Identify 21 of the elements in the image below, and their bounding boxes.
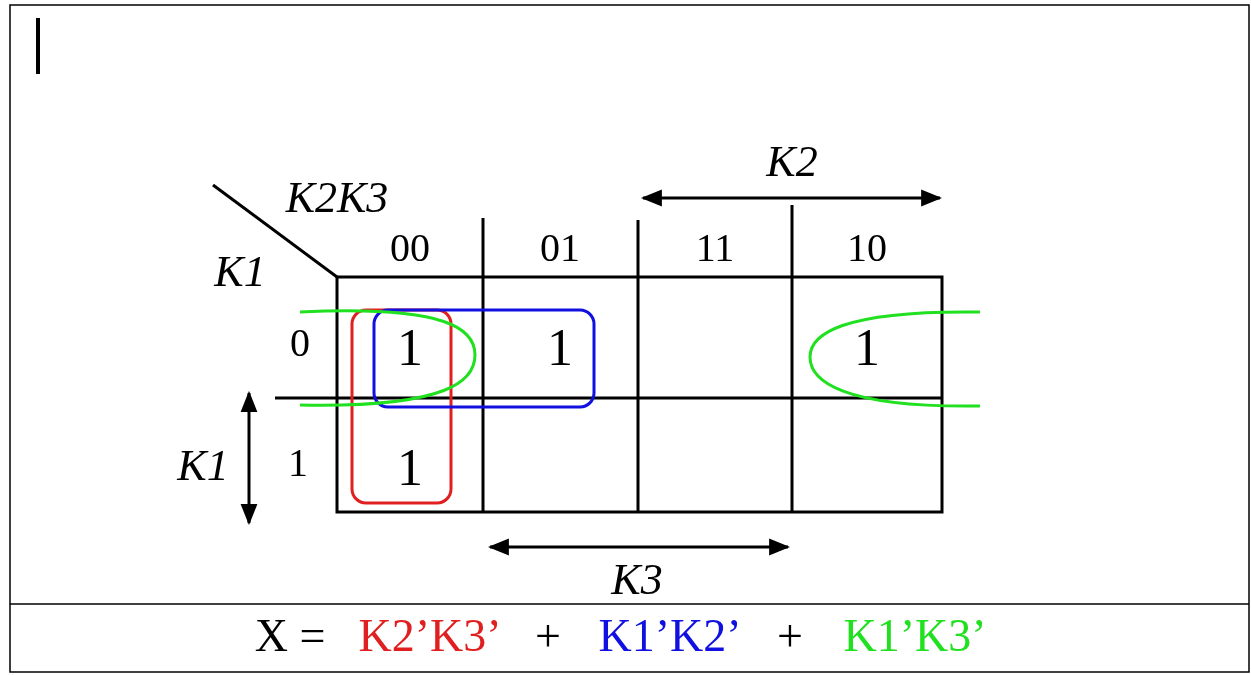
- column-header: 10: [847, 228, 887, 268]
- cell-value: 1: [854, 322, 880, 374]
- cell-value: 1: [397, 442, 423, 494]
- axis-label: K2: [766, 140, 818, 184]
- axis-label: K2K3: [285, 176, 389, 220]
- equation-term: +: [777, 613, 803, 659]
- axis-label: K1: [214, 250, 266, 294]
- cell-value: 1: [547, 322, 573, 374]
- axis-label: K3: [611, 558, 663, 602]
- column-header: 00: [390, 228, 430, 268]
- row-header: 1: [288, 443, 308, 483]
- column-header: 01: [540, 228, 580, 268]
- axis-label: K1: [177, 444, 229, 488]
- equation-term: K1’K2’: [598, 613, 742, 659]
- equation-term: +: [535, 613, 561, 659]
- equation-term: K2’K3’: [358, 613, 502, 659]
- cell-value: 1: [397, 322, 423, 374]
- column-header: 11: [695, 228, 735, 268]
- equation-term: K1’K3’: [843, 613, 987, 659]
- equation-term: X =: [254, 613, 326, 659]
- row-header: 0: [290, 323, 310, 363]
